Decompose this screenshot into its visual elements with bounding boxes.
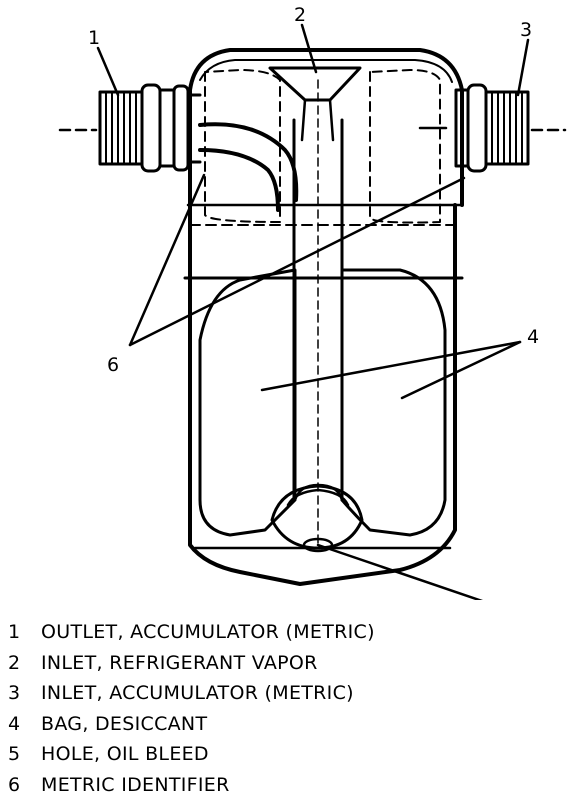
callout-6: 6 — [107, 354, 119, 376]
leader-1 — [96, 46, 120, 97]
parts-legend: 1 OUTLET, ACCUMULATOR (METRIC) 2 INLET, RE… — [8, 617, 568, 800]
legend-text: INLET, ACCUMULATOR (METRIC) — [41, 682, 354, 704]
legend-text: OUTLET, ACCUMULATOR (METRIC) — [41, 621, 375, 643]
legend-text: HOLE, OIL BLEED — [41, 743, 209, 765]
accumulator-diagram: 1 2 3 4 5 6 — [58, 4, 567, 600]
callout-4: 4 — [527, 326, 539, 348]
callout-1: 1 — [88, 27, 100, 49]
legend-text: BAG, DESICCANT — [41, 712, 208, 735]
callout-3: 3 — [520, 19, 532, 41]
legend-number: 1 — [8, 621, 21, 643]
legend-item: 4 BAG, DESICCANT — [8, 709, 568, 740]
inlet-funnel — [268, 66, 362, 102]
legend-item: 3 INLET, ACCUMULATOR (METRIC) — [8, 678, 568, 709]
legend-item: 1 OUTLET, ACCUMULATOR (METRIC) — [8, 617, 568, 648]
legend-item: 6 METRIC IDENTIFIER — [8, 770, 568, 801]
leader-6b — [128, 176, 466, 347]
leader-2 — [300, 23, 318, 74]
leader-4b — [400, 340, 522, 400]
legend-item: 2 INLET, REFRIGERANT VAPOR — [8, 648, 568, 679]
legend-number: 2 — [8, 651, 21, 674]
legend-number: 5 — [8, 743, 21, 765]
outlet-elbow — [198, 122, 299, 202]
leader-5 — [316, 543, 484, 600]
legend-number: 6 — [8, 773, 21, 796]
leader-3 — [516, 38, 530, 97]
legend-item: 5 HOLE, OIL BLEED — [8, 739, 568, 770]
leader-6a — [128, 173, 206, 347]
accumulator-body — [188, 203, 457, 586]
legend-number: 4 — [8, 712, 21, 735]
desiccant-bag — [198, 268, 297, 537]
accumulator-top-cap — [188, 48, 464, 207]
legend-text: INLET, REFRIGERANT VAPOR — [41, 651, 318, 674]
leader-4a — [260, 340, 522, 392]
legend-text: METRIC IDENTIFIER — [41, 773, 230, 796]
legend-number: 3 — [8, 682, 21, 704]
callout-2: 2 — [294, 4, 306, 26]
